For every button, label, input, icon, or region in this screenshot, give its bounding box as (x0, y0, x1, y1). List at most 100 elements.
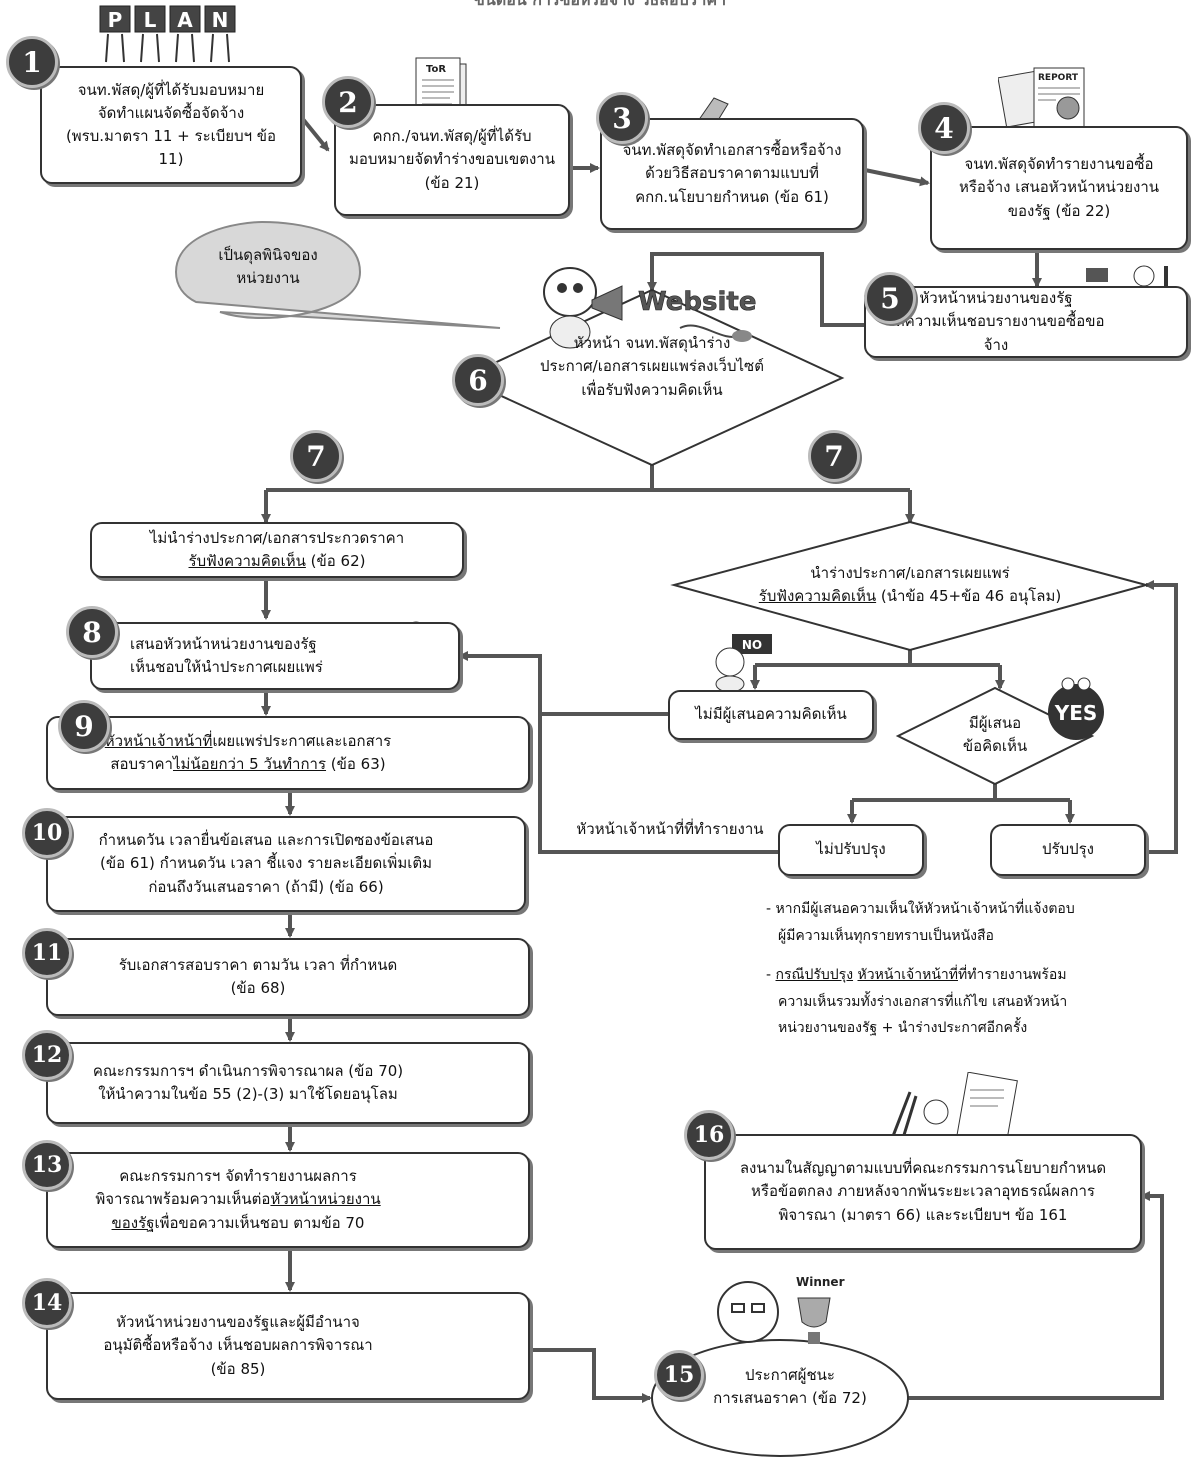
report-papers-icon: REPORT (997, 64, 1094, 140)
step-13-underlined-1: หัวหน้าหน่วยงาน (270, 1190, 381, 1209)
step-6-number-badge: 6 (452, 354, 504, 406)
step-9-underlined-1: หัวหน้าเจ้าหน้าที่ (104, 731, 213, 750)
step-11-box: รับเอกสารสอบราคา ตามวัน เวลา ที่กำหนด (ข… (46, 938, 530, 1016)
svg-text:Website: Website (638, 287, 756, 317)
step-3-line: คกก.นโยบายกำหนด (ข้อ 61) (635, 187, 829, 206)
note-2-line: หน่วยงานของรัฐ + นำร่างประกาศอีกครั้ง (778, 1020, 1028, 1037)
step-15-text: ประกาศผู้ชนะ การเสนอราคา (ข้อ 72) (700, 1364, 880, 1411)
step-9-text-2: สอบราคา (110, 755, 173, 773)
step-7a-ref: (ข้อ 62) (305, 552, 366, 570)
step-7b-ref: (นำข้อ 45+ข้อ 46 อนุโลม) (876, 587, 1062, 606)
note-block-1: - หากมีผู้เสนอความเห็นให้หัวหน้าเจ้าหน้า… (766, 896, 1186, 949)
step-13-number-badge: 13 (22, 1140, 72, 1190)
arrow-1-2 (300, 116, 330, 152)
arrow-5-6 (647, 252, 864, 327)
step-4-line: หรือจ้าง เสนอหัวหน้าหน่วยงาน (958, 178, 1160, 197)
step-16-line: พิจารณา (มาตรา 66) และระเบียบฯ ข้อ 161 (778, 1205, 1068, 1224)
step-1-box: จนท.พัสดุ/ผู้ที่ได้รับมอบหมาย จัดทำแผนจั… (40, 66, 302, 184)
step-14-line: อนุมัติซื้อหรือจ้าง เห็นชอบผลการพิจารณา (103, 1336, 373, 1355)
step-13-ref: เพื่อขอความเห็นชอบ ตามข้อ 70 (154, 1213, 365, 1232)
step-10-line: ก่อนถึงวันเสนอราคา (ถ้ามี) (ข้อ 66) (148, 877, 384, 896)
speech-bubble-shape (174, 220, 501, 329)
step-8-number-badge: 8 (66, 606, 118, 658)
step-15-number-badge: 15 (654, 1350, 704, 1400)
step-9-text-1: เผยแพร่ประกาศและเอกสาร (212, 731, 392, 750)
step-5-number-badge: 5 (864, 272, 916, 324)
note-2-underlined-2: หัวหน้าเจ้าหน้าที่ (857, 967, 959, 983)
step-3-box: จนท.พัสดุจัดทำเอกสารซื้อหรือจ้าง ด้วยวิธ… (600, 118, 864, 230)
note-2-line: ความเห็นรวมทั้งร่างเอกสารที่แก้ไข เสนอหั… (778, 993, 1068, 1010)
bubble-text: เป็นดุลพินิจของ หน่วยงาน (184, 244, 352, 291)
improve-box: ปรับปรุง (990, 824, 1146, 876)
website-mascot-illustration: Website (530, 256, 780, 360)
arrow-15-16 (908, 1191, 1164, 1400)
step-13-box: คณะกรรมการฯ จัดทำรายงานผลการ พิจารณาพร้อ… (46, 1152, 530, 1248)
step-13-line1: คณะกรรมการฯ จัดทำรายงานผลการ (119, 1167, 357, 1186)
step-9-underlined-2: ไม่น้อยกว่า 5 วันทำการ (172, 755, 327, 773)
step-16-line: ลงนามในสัญญาตามแบบที่คณะกรรมการนโยบายกำห… (739, 1159, 1107, 1178)
step-2-line: คกก./จนท.พัสดุ/ผู้ที่ได้รับ (372, 127, 532, 146)
has-comment-line: ข้อคิดเห็น (962, 737, 1028, 756)
step-6-line: ประกาศ/เอกสารเผยแพร่ลงเว็บไซต์ (540, 357, 764, 376)
step-9-number-badge: 9 (58, 700, 110, 752)
step-7-number-badge-left: 7 (290, 430, 342, 482)
note-1-line: - หากมีผู้เสนอความเห็นให้หัวหน้าเจ้าหน้า… (766, 901, 1075, 917)
winner-ellipse (651, 1339, 909, 1457)
step-7b-underlined: รับฟังความคิดเห็น (758, 587, 877, 606)
step-13-text: พิจารณาพร้อมความเห็นต่อ (95, 1190, 271, 1209)
step-16-box: ลงนามในสัญญาตามแบบที่คณะกรรมการนโยบายกำห… (704, 1134, 1142, 1250)
step-4-line: จนท.พัสดุจัดทำรายงานขอซื้อ (964, 155, 1154, 174)
has-comment-line: มีผู้เสนอ (968, 714, 1022, 732)
svg-text:YES: YES (1054, 701, 1098, 725)
step-11-line: (ข้อ 68) (230, 979, 286, 997)
step-2-box: คกก./จนท.พัสดุ/ผู้ที่ได้รับ มอบหมายจัดทำ… (334, 104, 570, 216)
step-6-line: เพื่อรับฟังความคิดเห็น (581, 380, 723, 399)
svg-text:ToR: ToR (426, 64, 446, 75)
diamond-step6 (459, 288, 845, 467)
page-header: ขั้นตอน การซื้อหรือจ้าง วิธีสอบราคา (350, 0, 850, 13)
no-improve-box: ไม่ปรับปรุง (778, 824, 924, 876)
arrow-14-15 (530, 1348, 652, 1403)
note-bullet: - (766, 967, 776, 983)
svg-text:REPORT: REPORT (1038, 73, 1079, 83)
step-15-line: การเสนอราคา (ข้อ 72) (713, 1389, 867, 1408)
arrow-noimprove-8 (538, 714, 778, 854)
yes-character-icon: YES (1036, 676, 1116, 752)
arrow-improve-loop (1144, 580, 1178, 854)
step-2-line: (ข้อ 21) (424, 173, 480, 192)
bubble-line: เป็นดุลพินิจของ (218, 246, 318, 264)
step-16-line: หรือข้อตกลง ภายหลังจากพ้นระยะเวลาอุทธรณ์… (751, 1182, 1095, 1201)
arrow-nocomment-8 (458, 651, 668, 716)
step-10-line: กำหนดวัน เวลายื่นข้อเสนอ และการเปิดซองข้… (98, 831, 434, 850)
step-12-box: คณะกรรมการฯ ดำเนินการพิจารณาผล (ข้อ 70) … (46, 1042, 530, 1124)
winner-trophy-illustration: Winner (714, 1274, 854, 1360)
step-12-line: ให้นำความในข้อ 55 (2)-(3) มาใช้โดยอนุโลม (98, 1085, 398, 1103)
note-2-underlined-1: กรณีปรับปรุง (775, 967, 854, 983)
plan-letter: L (144, 8, 157, 32)
no-sign-baby-icon: NO (706, 630, 778, 698)
step-7b-line2: รับฟังความคิดเห็น (นำข้อ 45+ข้อ 46 อนุโล… (720, 585, 1100, 608)
svg-text:NO: NO (742, 638, 762, 652)
step-2-line: มอบหมายจัดทำร่างขอบเขตงาน (349, 150, 555, 169)
step-14-box: หัวหน้าหน่วยงานของรัฐและผู้มีอำนาจ อนุมั… (46, 1292, 530, 1400)
bubble-line: หน่วยงาน (236, 269, 300, 288)
diamond-step7b (670, 520, 1150, 652)
step-3-number-badge: 3 (596, 92, 648, 144)
step-10-line: (ข้อ 61) กำหนดวัน เวลา ชี้แจง รายละเอียด… (100, 854, 432, 873)
step-7a-box: ไม่นำร่างประกาศ/เอกสารประกวดราคา รับฟังค… (90, 522, 464, 578)
step-8-line: เห็นชอบให้นำประกาศเผยแพร่ (130, 658, 323, 676)
step-1-line: จนท.พัสดุ/ผู้ที่ได้รับมอบหมาย (77, 80, 265, 99)
step-7a-underlined: รับฟังความคิดเห็น (188, 552, 306, 570)
step-2-number-badge: 2 (322, 76, 374, 128)
has-comment-text: มีผู้เสนอ ข้อคิดเห็น (930, 712, 1060, 759)
step-9-ref: (ข้อ 63) (326, 755, 386, 773)
step-5-line: หัวหน้าหน่วยงานของรัฐ (919, 289, 1073, 308)
step-11-line: รับเอกสารสอบราคา ตามวัน เวลา ที่กำหนด (118, 955, 398, 974)
step-14-number-badge: 14 (22, 1278, 72, 1328)
step-4-box: จนท.พัสดุจัดทำรายงานขอซื้อ หรือจ้าง เสนอ… (930, 126, 1188, 250)
no-improve-label: ไม่ปรับปรุง (816, 840, 886, 859)
step-3-line: จนท.พัสดุจัดทำเอกสารซื้อหรือจ้าง (622, 141, 842, 160)
svg-text:Winner: Winner (796, 1275, 845, 1289)
step-13-line3: ของรัฐเพื่อขอความเห็นชอบ ตามข้อ 70 (112, 1212, 365, 1235)
